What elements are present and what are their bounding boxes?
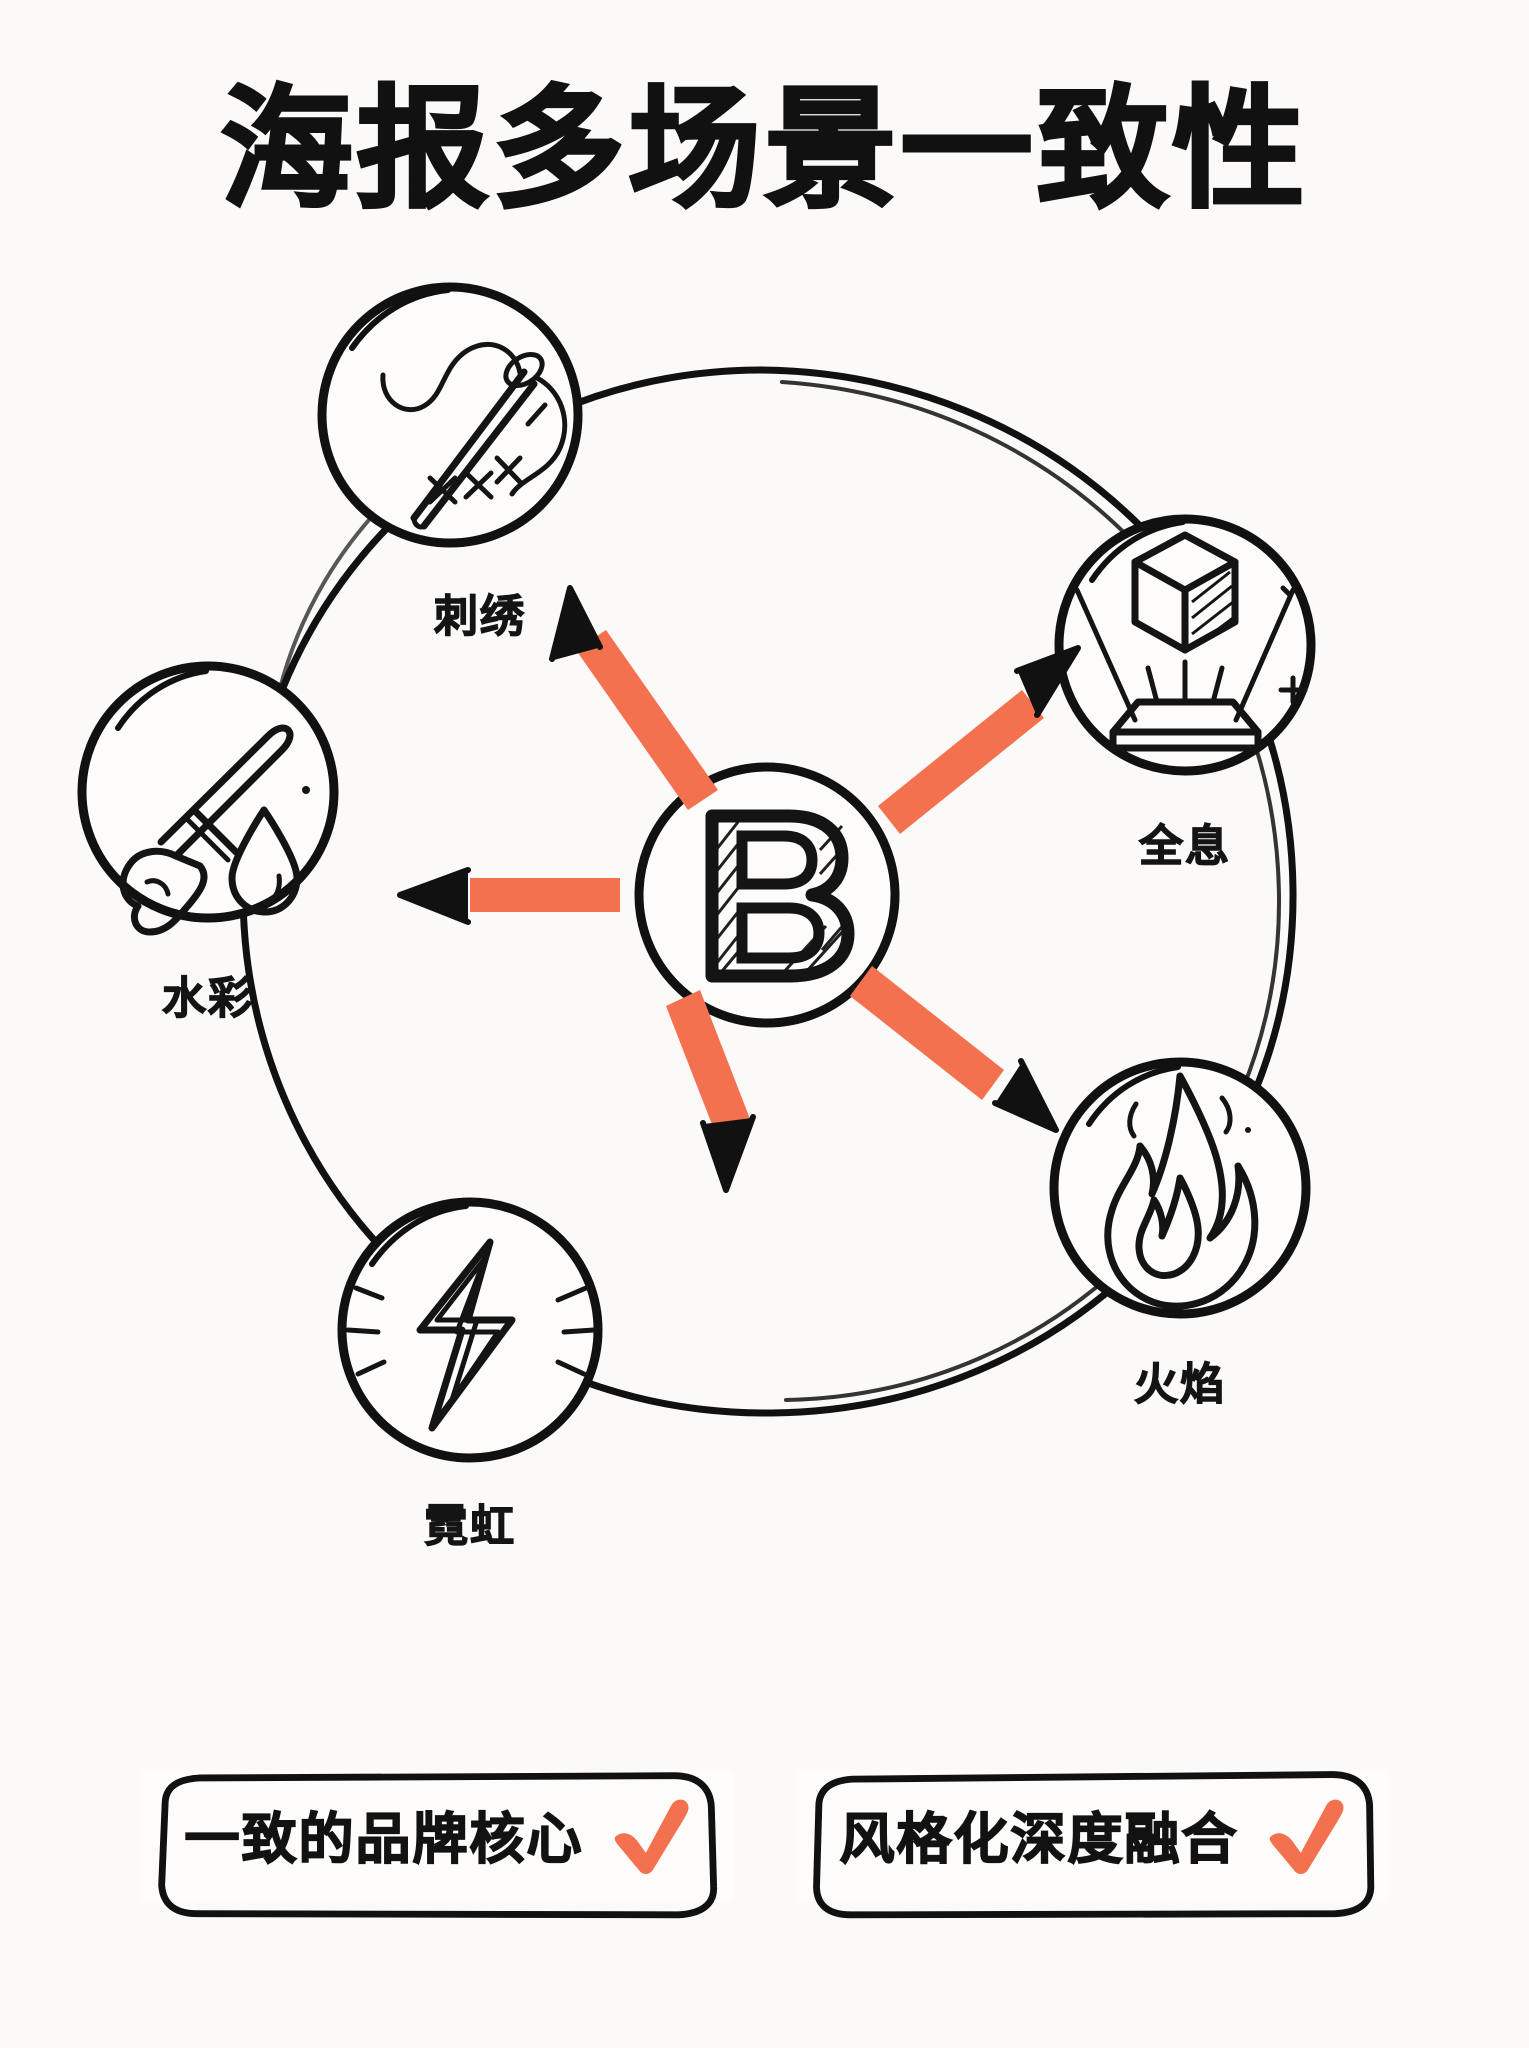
badge-label: 一致的品牌核心 — [184, 1807, 584, 1871]
node-hologram — [1054, 514, 1316, 776]
arrow-to-hologram — [878, 645, 1081, 834]
node-flame — [1049, 1057, 1311, 1319]
hub-node-brand-core — [634, 762, 900, 1028]
badge-label: 风格化深度融合 — [839, 1807, 1239, 1871]
node-neon — [337, 1197, 603, 1463]
badge-stylized-deep-fusion[interactable]: 风格化深度融合 — [795, 1770, 1389, 1919]
arrow-to-embroidery — [549, 585, 718, 810]
node-watercolor — [77, 661, 339, 936]
page-title: 海报多场景一致性 — [219, 75, 1309, 225]
node-label-watercolor: 水彩 — [161, 973, 254, 1023]
flame-icon — [1104, 1072, 1259, 1310]
hologram-cube-projector-icon — [1074, 531, 1308, 752]
node-label-embroidery: 刺绣 — [433, 591, 526, 641]
badge-consistent-brand-core[interactable]: 一致的品牌核心 — [140, 1770, 734, 1919]
diagram-area: .ink { fill:none; stroke:#111111; stroke… — [0, 250, 1529, 1650]
paintbrush-waterdrop-icon — [119, 724, 310, 936]
arrow-to-neon — [666, 990, 756, 1193]
node-label-hologram: 全息 — [1138, 821, 1231, 871]
hub-letter-B — [705, 809, 855, 983]
arrow-to-flame — [850, 966, 1059, 1133]
check-mark-icon — [614, 1799, 689, 1874]
lightning-bolt-neon-icon — [345, 1238, 597, 1432]
node-label-neon: 霓虹 — [423, 1501, 516, 1551]
node-label-flame: 火焰 — [1133, 1359, 1226, 1409]
badge-row: 一致的品牌核心 风格化深度融合 — [0, 1770, 1529, 1919]
node-embroidery — [317, 282, 583, 548]
arrow-to-watercolor — [397, 867, 620, 925]
needle-thread-icon — [380, 342, 568, 530]
check-mark-icon — [1269, 1799, 1344, 1874]
